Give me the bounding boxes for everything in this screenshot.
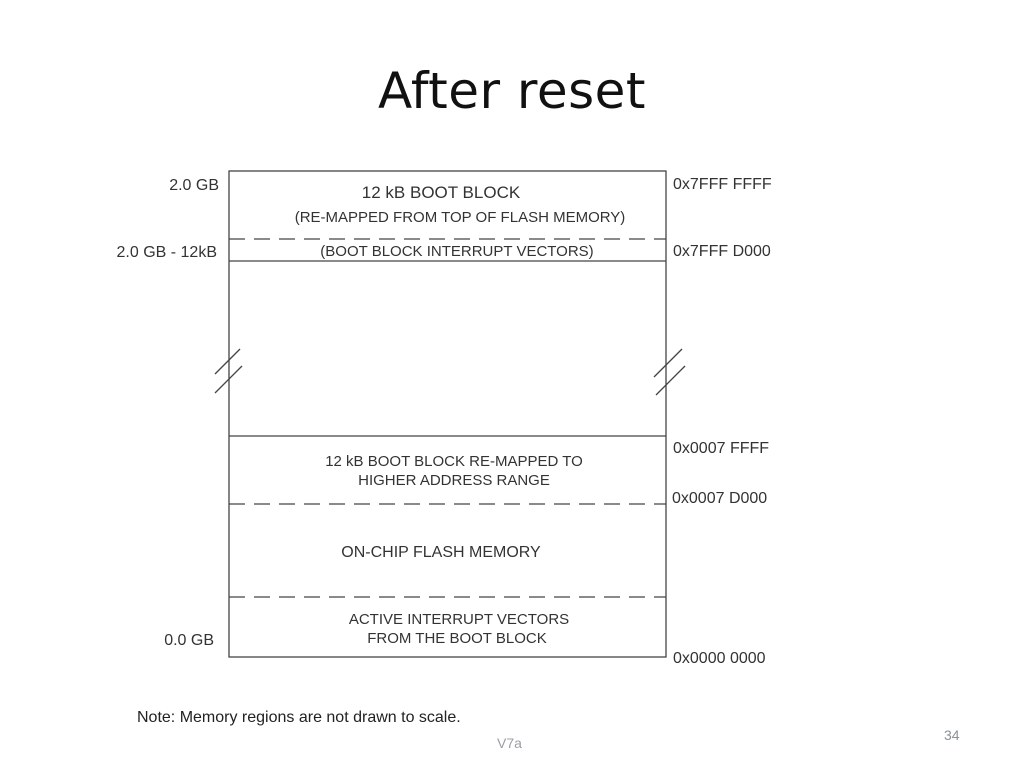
right-label-remap-start: 0x0007 D000 — [672, 490, 767, 507]
remap-label-line2: HIGHER ADDRESS RANGE — [358, 472, 550, 489]
right-label-top: 0x7FFF FFFF — [673, 176, 772, 193]
left-label-bottom: 0.0 GB — [164, 632, 214, 649]
slide-title: After reset — [377, 62, 647, 120]
left-label-top: 2.0 GB — [169, 177, 219, 194]
memory-block-outline — [228, 170, 667, 658]
flash-label: ON-CHIP FLASH MEMORY — [341, 544, 541, 561]
boot-block-title: 12 kB BOOT BLOCK — [362, 183, 521, 202]
left-label-boot-start: 2.0 GB - 12kB — [117, 244, 218, 261]
remap-label-line1: 12 kB BOOT BLOCK RE-MAPPED TO — [325, 453, 583, 470]
right-label-bottom: 0x0000 0000 — [673, 650, 766, 667]
page-number: 34 — [944, 727, 960, 743]
footer-label: V7a — [497, 735, 522, 751]
boot-block-subtitle: (RE-MAPPED FROM TOP OF FLASH MEMORY) — [295, 209, 626, 226]
left-break-mark — [214, 348, 243, 394]
active-vectors-line1: ACTIVE INTERRUPT VECTORS — [349, 611, 569, 628]
active-vectors-line2: FROM THE BOOT BLOCK — [367, 630, 546, 647]
right-label-boot-start: 0x7FFF D000 — [673, 243, 771, 260]
scale-note: Note: Memory regions are not drawn to sc… — [137, 709, 461, 726]
boot-vectors-label: (BOOT BLOCK INTERRUPT VECTORS) — [320, 243, 593, 260]
memory-map-diagram: 12 kB BOOT BLOCK (RE-MAPPED FROM TOP OF … — [117, 170, 772, 667]
right-break-mark — [653, 348, 686, 396]
right-label-flash-top: 0x0007 FFFF — [673, 440, 769, 457]
